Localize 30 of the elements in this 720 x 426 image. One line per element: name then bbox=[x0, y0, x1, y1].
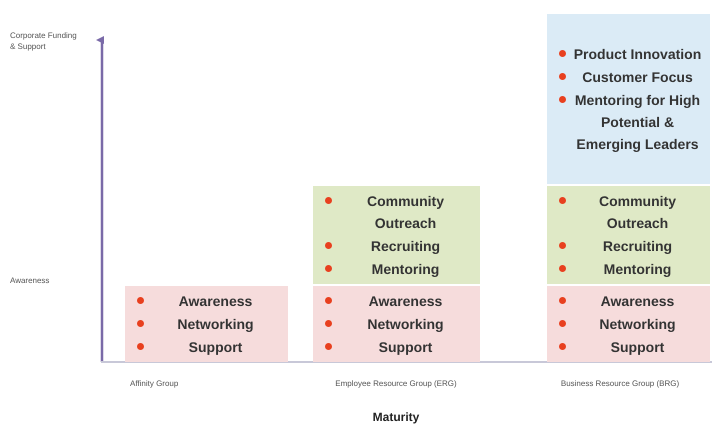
category-panel bbox=[547, 286, 710, 362]
bullet-item: Mentoring bbox=[553, 258, 704, 280]
axis-title: Maturity bbox=[372, 410, 420, 425]
bullet-item: Awareness bbox=[319, 290, 474, 312]
bullet-item: Awareness bbox=[131, 290, 282, 312]
category-panel bbox=[313, 286, 480, 362]
column-label: Employee Resource Group (ERG) bbox=[334, 378, 458, 389]
axis-label: Corporate Funding & Support bbox=[10, 30, 78, 52]
bullet-item: Recruiting bbox=[553, 235, 704, 257]
category-panel bbox=[313, 186, 480, 284]
column-label: Business Resource Group (BRG) bbox=[560, 378, 680, 389]
bullet-item: Networking bbox=[553, 313, 704, 335]
bullet-item: Awareness bbox=[553, 290, 704, 312]
bullet-item: Mentoring bbox=[319, 258, 474, 280]
bullet-item: Networking bbox=[319, 313, 474, 335]
bullet-item: Support bbox=[553, 336, 704, 358]
bullet-item: Product Innovation bbox=[553, 43, 704, 65]
axis-label: Awareness bbox=[10, 275, 50, 286]
bullet-item: Customer Focus bbox=[553, 66, 704, 88]
bullet-item: Community Outreach bbox=[553, 190, 704, 234]
column-label: Affinity Group bbox=[130, 378, 180, 389]
category-panel bbox=[547, 186, 710, 284]
bullet-item: Recruiting bbox=[319, 235, 474, 257]
category-panel bbox=[125, 286, 288, 362]
bullet-item: Community Outreach bbox=[319, 190, 474, 234]
category-panel bbox=[547, 14, 710, 184]
bullet-item: Support bbox=[319, 336, 474, 358]
bullet-item: Mentoring for High Potential & Emerging Leaders bbox=[553, 89, 704, 155]
bullet-item: Support bbox=[131, 336, 282, 358]
bullet-item: Networking bbox=[131, 313, 282, 335]
